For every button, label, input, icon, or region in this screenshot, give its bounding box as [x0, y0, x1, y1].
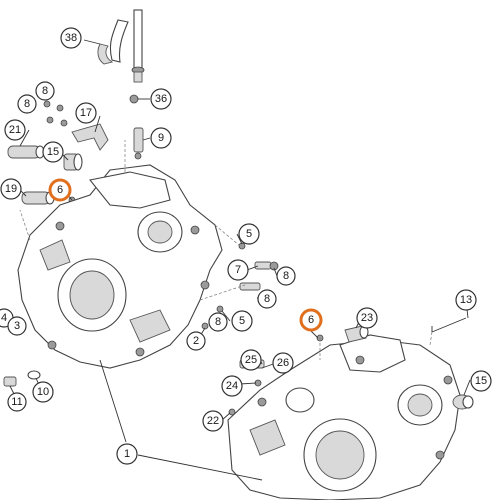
- callout-8[interactable]: 8: [276, 266, 296, 286]
- callout-label: 15: [47, 146, 59, 158]
- callout-22[interactable]: 22: [202, 410, 224, 432]
- callout-label: 8: [42, 85, 48, 97]
- callout-7[interactable]: 7: [227, 259, 249, 281]
- callout-label: 4: [1, 312, 7, 324]
- callout-8[interactable]: 8: [35, 81, 55, 101]
- callout-9[interactable]: 9: [150, 127, 172, 149]
- callout-11[interactable]: 11: [7, 392, 27, 412]
- callout-label: 8: [264, 293, 270, 305]
- callout-label: 10: [37, 386, 49, 398]
- callout-label: 36: [155, 93, 167, 105]
- callout-6-highlighted[interactable]: 6: [48, 178, 72, 202]
- callout-8[interactable]: 8: [17, 94, 37, 114]
- callout-label: 19: [5, 183, 17, 195]
- callout-label: 25: [245, 354, 257, 366]
- callout-label: 38: [65, 32, 77, 44]
- callout-label: 22: [207, 415, 219, 427]
- callout-label: 1: [124, 448, 130, 460]
- callout-label: 5: [239, 315, 245, 327]
- callout-6-highlighted[interactable]: 6: [299, 308, 323, 332]
- callout-label: 5: [246, 228, 252, 240]
- callout-label: 8: [24, 98, 30, 110]
- top-oil-pipe: [97, 9, 145, 83]
- callout-19[interactable]: 19: [0, 178, 22, 200]
- callout-5[interactable]: 5: [238, 223, 260, 245]
- callout-label: 8: [283, 270, 289, 282]
- callout-1[interactable]: 1: [116, 443, 138, 465]
- callout-label: 23: [361, 312, 373, 324]
- callout-label: 13: [460, 294, 472, 306]
- callout-13[interactable]: 13: [455, 289, 477, 311]
- callout-36[interactable]: 36: [150, 88, 172, 110]
- callout-label: 15: [475, 375, 487, 387]
- callout-label: 3: [14, 320, 20, 332]
- callout-label: 6: [308, 314, 314, 326]
- callout-label: 17: [80, 107, 92, 119]
- callout-5[interactable]: 5: [231, 310, 253, 332]
- callout-label: 24: [226, 380, 238, 392]
- callout-label: 6: [57, 184, 63, 196]
- callout-21[interactable]: 21: [4, 119, 26, 141]
- callout-label: 7: [235, 264, 241, 276]
- callout-24[interactable]: 24: [221, 375, 243, 397]
- callout-38[interactable]: 38: [60, 27, 82, 49]
- callout-10[interactable]: 10: [32, 381, 54, 403]
- callout-15[interactable]: 15: [470, 370, 492, 392]
- left-crankcase-half: [17, 164, 223, 369]
- small-fasteners-top-left: [43, 94, 144, 160]
- callout-2[interactable]: 2: [186, 331, 206, 351]
- callout-3[interactable]: 3: [7, 316, 27, 336]
- callout-label: 11: [11, 396, 22, 408]
- callout-label: 8: [215, 316, 221, 328]
- callout-8[interactable]: 8: [208, 312, 228, 332]
- right-crankcase-half: [227, 334, 461, 500]
- callout-17[interactable]: 17: [75, 102, 97, 124]
- callout-26[interactable]: 26: [272, 352, 294, 374]
- callout-23[interactable]: 23: [356, 307, 378, 329]
- callout-25[interactable]: 25: [240, 349, 262, 371]
- callout-label: 21: [9, 124, 21, 136]
- bushings-left: [7, 145, 83, 205]
- callout-8[interactable]: 8: [257, 289, 277, 309]
- callout-label: 9: [158, 132, 164, 144]
- callout-label: 26: [277, 357, 289, 369]
- callout-15[interactable]: 15: [42, 141, 64, 163]
- callout-label: 2: [193, 335, 199, 347]
